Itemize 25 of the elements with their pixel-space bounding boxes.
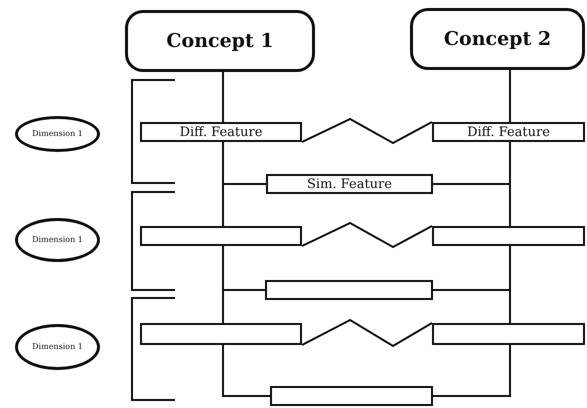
connector-line xyxy=(509,70,511,122)
connector-line xyxy=(222,142,224,226)
connector-line xyxy=(302,118,432,144)
empty-feature-box xyxy=(140,226,302,246)
empty-feature-box xyxy=(270,386,433,406)
connector-line xyxy=(509,246,511,323)
empty-feature-box xyxy=(432,323,585,345)
feature-box: Diff. Feature xyxy=(140,122,302,142)
dimension-oval: Dimension 1 xyxy=(15,324,100,370)
concept-box: Concept 2 xyxy=(410,8,585,70)
connector-line xyxy=(509,142,511,226)
connector-line xyxy=(222,72,224,122)
concept-box: Concept 1 xyxy=(125,10,315,72)
connector-line xyxy=(302,222,432,248)
feature-box: Diff. Feature xyxy=(432,122,585,142)
feature-box: Sim. Feature xyxy=(266,174,433,194)
connector-line xyxy=(302,318,432,348)
connector-line xyxy=(222,345,270,397)
empty-feature-box xyxy=(140,323,302,345)
dimension-oval: Dimension 1 xyxy=(15,116,100,152)
connector-line xyxy=(433,345,511,397)
empty-feature-box xyxy=(265,280,433,300)
empty-feature-box xyxy=(432,226,585,246)
connector-line xyxy=(222,246,224,323)
dimension-oval: Dimension 1 xyxy=(15,218,100,262)
